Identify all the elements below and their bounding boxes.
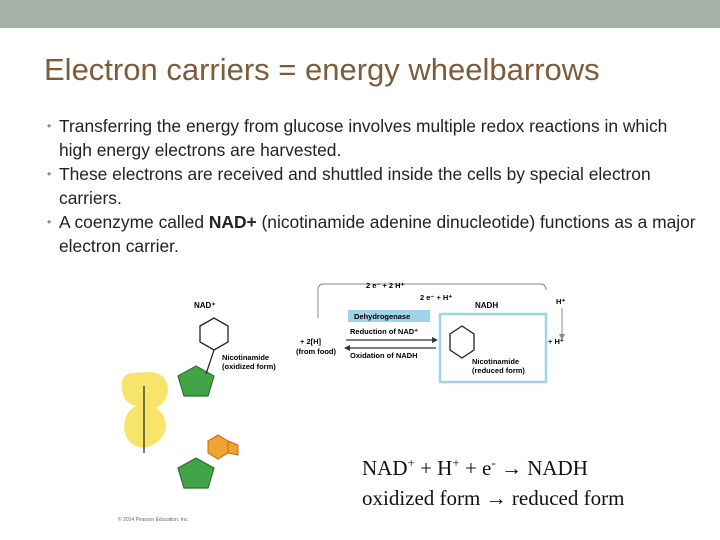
nicotinamide-reduced-1: Nicotinamide <box>472 357 519 366</box>
bullet-item: • A coenzyme called NAD+ (nicotinamide a… <box>47 210 697 258</box>
nicotinamide-oxidized-2: (oxidized form) <box>222 362 276 371</box>
h-plus-label: H⁺ <box>556 297 565 306</box>
eq-sup: + <box>452 455 460 470</box>
adenine-ring-5 <box>227 440 239 456</box>
eq-h: + H <box>414 456 453 480</box>
eq-sup: - <box>491 455 496 470</box>
bullet-text: A coenzyme called <box>59 212 209 232</box>
eq-arrow: → <box>495 456 528 480</box>
eq-reduced: reduced form <box>511 486 625 510</box>
top-arrow <box>317 283 547 318</box>
bullet-bold: NAD+ <box>208 212 257 232</box>
from-food-2: (from food) <box>296 347 336 356</box>
nicotinamide-ring-oxidized <box>199 317 229 351</box>
ribose-ring-top <box>177 365 215 397</box>
bullet-text: (nicotinamide adenine dinucleotide) func… <box>59 212 696 256</box>
bullet-list: • Transferring the energy from glucose i… <box>47 114 697 258</box>
reduction-label: Reduction of NAD⁺ <box>350 327 418 336</box>
eq-nad: NAD <box>362 456 408 480</box>
bullet-text: These electrons are received and shuttle… <box>59 164 651 208</box>
equation-line-1: NAD+ + H+ + e- → NADH <box>362 456 588 481</box>
phosphate-highlight <box>121 372 168 448</box>
nicotinamide-oxidized-1: Nicotinamide <box>222 353 269 362</box>
two-e-mid: 2 e⁻ + H⁺ <box>420 293 452 302</box>
bullet-item: • Transferring the energy from glucose i… <box>47 114 697 162</box>
dehydrogenase-label: Dehydrogenase <box>354 312 410 321</box>
adenine-ring-6 <box>207 434 229 460</box>
bullet-dot: • <box>47 215 52 229</box>
ribose-ring-bottom <box>177 457 215 489</box>
two-e-top: 2 e⁻ + 2 H⁺ <box>366 281 405 290</box>
plus-h-plus-label: + H⁺ <box>548 337 564 346</box>
nicotinamide-ring-reduced <box>449 325 475 359</box>
from-food-1: + 2[H] <box>300 337 322 346</box>
eq-oxidized: oxidized form <box>362 486 486 510</box>
nad-diagram: NAD⁺ Nicotinamide (oxidized form) NADH N… <box>118 281 565 523</box>
copyright: © 2014 Pearson Education, Inc. <box>118 516 189 523</box>
nadh-label: NADH <box>475 301 498 310</box>
dehydrogenase-label-bg <box>348 310 430 322</box>
nadh-box <box>438 312 548 384</box>
slide-title: Electron carriers = energy wheelbarrows <box>44 52 600 87</box>
eq-sup: + <box>407 455 415 470</box>
eq-e: + e <box>459 456 492 480</box>
nicotinamide-reduced-2: (reduced form) <box>472 366 525 375</box>
bullet-dot: • <box>47 167 52 181</box>
oxidation-label: Oxidation of NADH <box>350 351 418 360</box>
bullet-dot: • <box>47 119 52 133</box>
equation-line-2: oxidized form → reduced form <box>362 486 624 511</box>
bullet-item: • These electrons are received and shutt… <box>47 162 697 210</box>
nad-label: NAD⁺ <box>194 301 216 310</box>
eq-arrow: → <box>485 486 512 510</box>
eq-nadh: NADH <box>527 456 588 480</box>
bullet-text: Transferring the energy from glucose inv… <box>59 116 668 160</box>
top-bar <box>0 0 720 28</box>
